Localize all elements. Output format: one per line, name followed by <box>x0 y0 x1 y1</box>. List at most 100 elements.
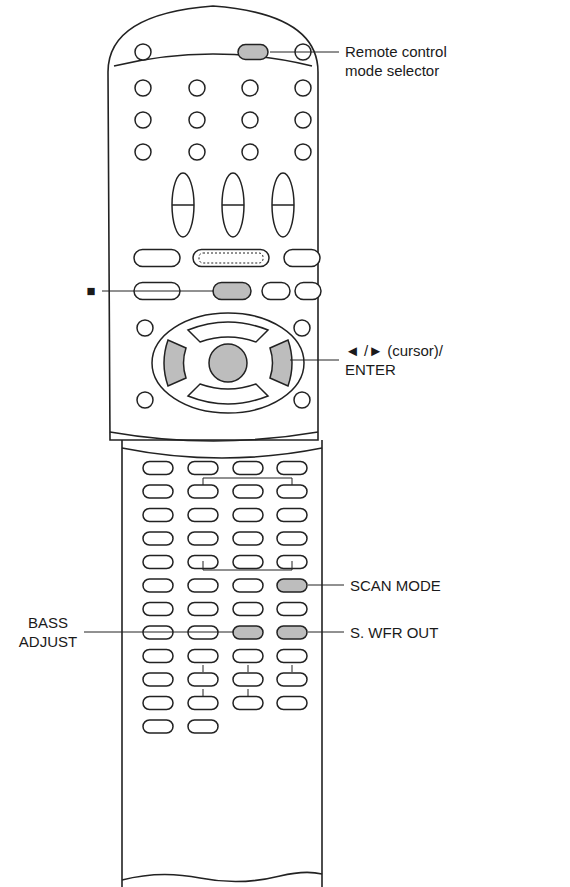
round-button <box>295 144 311 160</box>
round-button <box>242 80 258 96</box>
small-button <box>188 509 218 522</box>
small-button <box>143 603 173 616</box>
leader-line <box>102 291 214 292</box>
leader-line <box>270 52 339 53</box>
leader-line <box>84 632 234 633</box>
remote-body <box>108 6 322 887</box>
leader-line <box>290 360 339 361</box>
small-button <box>233 697 263 710</box>
pill-button <box>262 283 290 300</box>
round-button <box>189 144 205 160</box>
small-button <box>277 626 307 639</box>
small-button <box>143 556 173 569</box>
button-label: SCAN MODE <box>350 576 470 595</box>
small-button <box>233 509 263 522</box>
button-links <box>203 665 292 696</box>
pill-button <box>284 250 320 267</box>
pill-button <box>295 283 321 300</box>
cursor-down <box>188 384 268 404</box>
small-button <box>188 697 218 710</box>
round-button <box>295 112 311 128</box>
small-button <box>277 697 307 710</box>
slide-edge <box>110 432 318 441</box>
button-label: S. WFR OUT <box>350 623 470 642</box>
round-button <box>209 344 247 382</box>
pill-button <box>134 250 180 267</box>
small-button <box>233 603 263 616</box>
small-button <box>277 462 307 475</box>
small-button <box>277 532 307 545</box>
small-button <box>188 673 218 686</box>
round-button <box>135 80 151 96</box>
round-button <box>135 144 151 160</box>
small-button <box>143 650 173 663</box>
small-button <box>233 532 263 545</box>
small-button <box>143 673 173 686</box>
small-button <box>277 579 307 592</box>
callout-label: Remote control mode selector <box>345 42 460 80</box>
small-button <box>233 650 263 663</box>
small-button <box>233 673 263 686</box>
nav-ring <box>152 313 304 413</box>
leader-line <box>308 585 344 586</box>
cut-edge <box>122 872 322 881</box>
stop-button <box>213 283 251 300</box>
round-button <box>295 80 311 96</box>
small-button <box>233 626 263 639</box>
round-button <box>135 112 151 128</box>
rocker-divider <box>222 204 244 206</box>
rocker-button <box>272 173 294 237</box>
small-button <box>233 462 263 475</box>
small-button <box>143 485 173 498</box>
small-button <box>233 556 263 569</box>
small-button <box>143 462 173 475</box>
small-button <box>143 579 173 592</box>
slide-panel-sides <box>122 440 322 887</box>
small-button <box>188 532 218 545</box>
round-button <box>242 112 258 128</box>
rocker-divider <box>172 204 194 206</box>
pill-button <box>193 250 269 267</box>
small-button <box>277 485 307 498</box>
round-button <box>189 80 205 96</box>
small-button <box>188 462 218 475</box>
slide-edge-inner <box>122 448 322 458</box>
small-button <box>143 720 173 733</box>
small-button <box>277 603 307 616</box>
rocker-button <box>172 173 194 237</box>
leader-line <box>308 632 344 633</box>
mode-selector-button <box>238 45 268 60</box>
round-button <box>294 320 310 336</box>
small-button <box>188 650 218 663</box>
leader-lines <box>84 52 344 632</box>
small-button <box>188 603 218 616</box>
cursor-right <box>270 340 292 386</box>
cursor-left <box>164 340 186 386</box>
round-button <box>137 320 153 336</box>
small-button <box>233 485 263 498</box>
small-button <box>233 579 263 592</box>
buttons <box>134 44 321 733</box>
small-button <box>277 509 307 522</box>
small-button <box>277 650 307 663</box>
remote-upper-housing <box>108 6 318 440</box>
small-button <box>188 485 218 498</box>
round-button <box>242 144 258 160</box>
round-button <box>189 112 205 128</box>
small-button <box>143 532 173 545</box>
button-inset <box>199 253 263 263</box>
cursor-up <box>188 322 268 342</box>
button-label: BASS ADJUST <box>14 613 82 651</box>
small-button <box>188 579 218 592</box>
button-label: ■ <box>82 281 100 300</box>
small-button <box>143 697 173 710</box>
round-button <box>137 392 153 408</box>
small-button <box>188 720 218 733</box>
rocker-divider <box>272 204 294 206</box>
button-label: ◄ /► (cursor)/ ENTER <box>345 341 463 379</box>
group-bracket <box>203 478 292 570</box>
round-button <box>294 392 310 408</box>
rocker-button <box>222 173 244 237</box>
round-button <box>135 44 151 60</box>
